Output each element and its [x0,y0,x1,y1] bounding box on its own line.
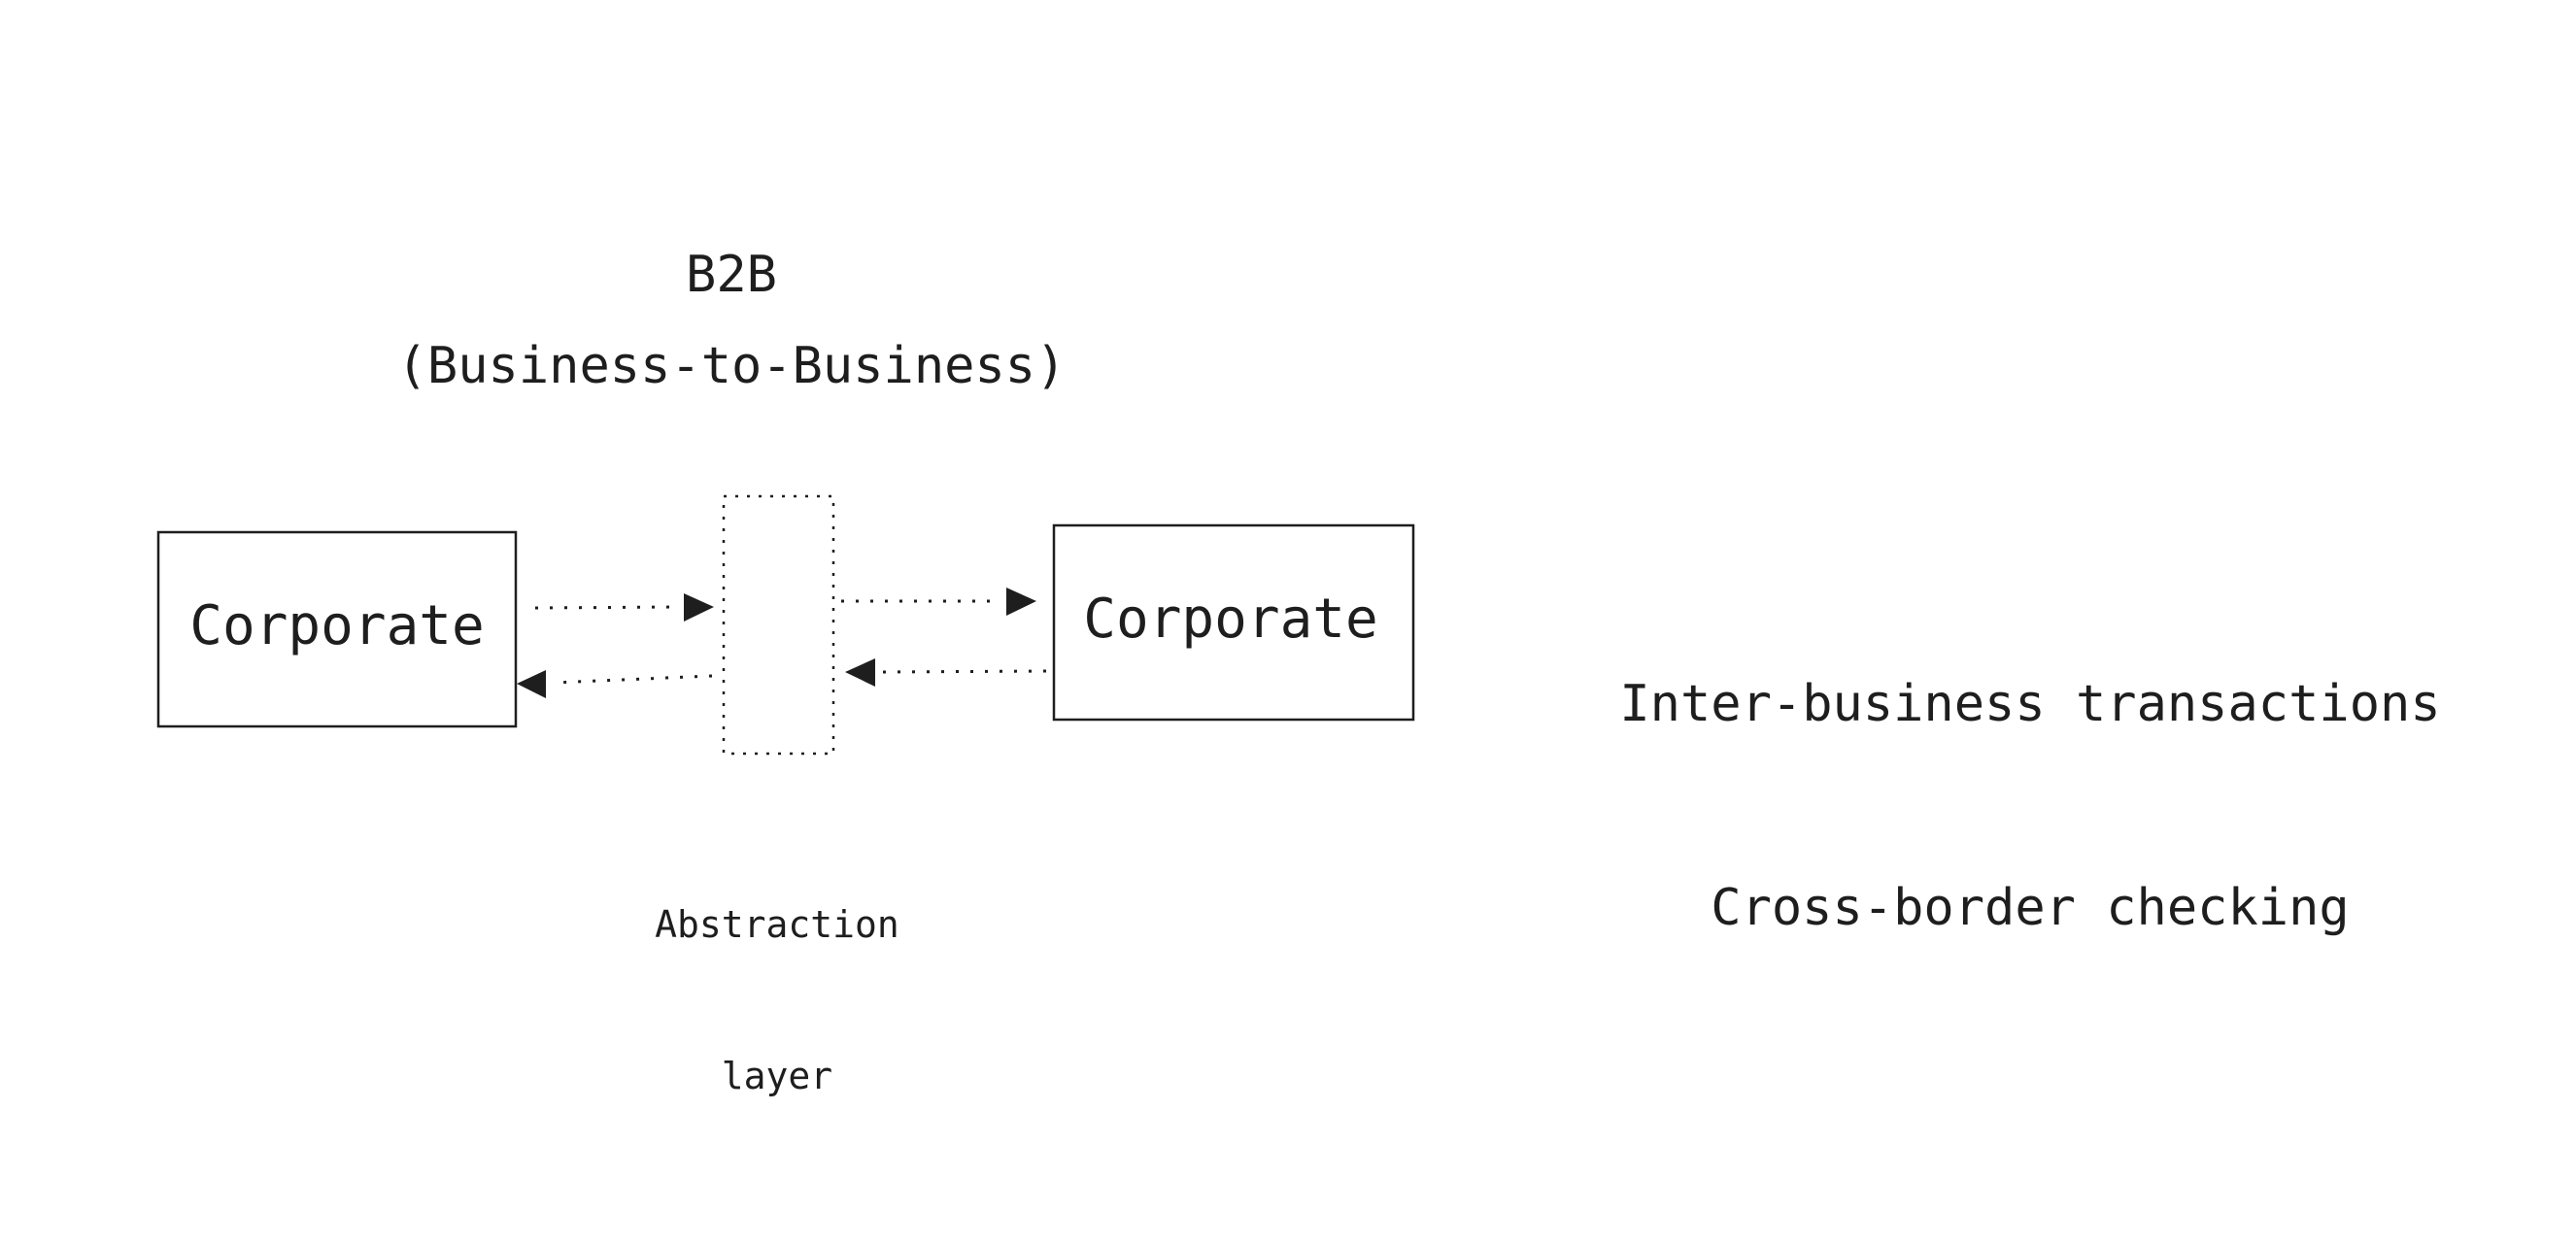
abstraction-layer-caption: Abstraction layer [602,798,952,1152]
left-corporate-label: Corporate [189,594,485,657]
left-corporate-box [156,530,518,728]
arrow-right-to-layer [881,669,1047,674]
arrowhead-layer-to-right [1006,588,1036,616]
notes-text: Inter-business transactions Cross-border… [1574,534,2487,1010]
right-corporate-box [1052,523,1415,722]
diagram-subtitle: (Business-to-Business) [396,337,1067,395]
right-corporate-label: Corporate [1083,588,1378,651]
arrow-layer-to-left [553,674,713,685]
diagram-title: B2B [686,246,777,304]
note-line-2: Cross-border checking [1711,879,2350,937]
abstraction-layer-caption-line2: layer [721,1055,833,1097]
note-line-1: Inter-business transactions [1619,675,2441,733]
arrowhead-layer-to-left [517,670,546,698]
arrowhead-left-to-layer [684,593,714,622]
arrow-left-to-layer [534,605,679,610]
arrowhead-right-to-layer [845,658,875,687]
abstraction-layer-caption-line1: Abstraction [655,903,899,946]
abstraction-layer-box [722,494,835,756]
